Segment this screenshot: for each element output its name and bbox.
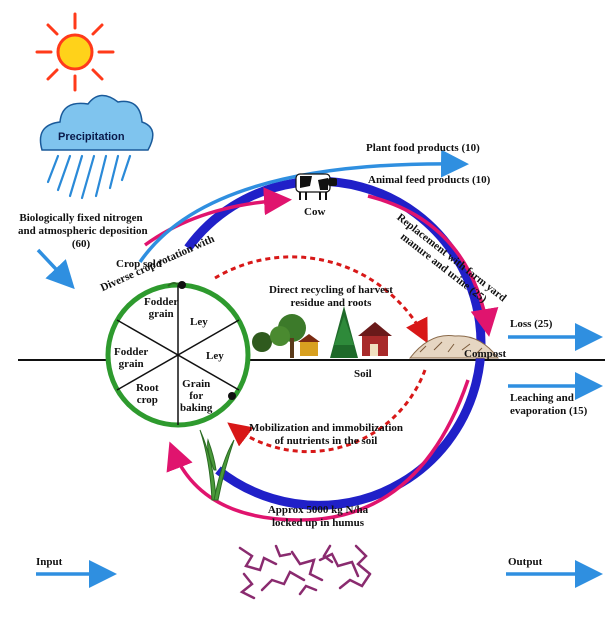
plant-food-label: Plant food products (10) — [366, 142, 480, 154]
farm-scene-icon — [252, 306, 392, 358]
recycling-dashed-arc-top — [214, 255, 428, 344]
humus-icon — [238, 544, 372, 600]
direct-recycling-label: Direct recycling of harvest residue and … — [246, 284, 416, 310]
output-label: Output — [508, 556, 543, 568]
rain-icon — [46, 154, 132, 200]
bio-fixed-arrow — [36, 248, 75, 290]
plant-food-arrow — [138, 149, 469, 263]
compost-icon — [408, 334, 500, 359]
crop-to-cow-arrow — [143, 187, 292, 247]
wedge-ley-right: Ley — [206, 350, 224, 362]
leaching-label: Leaching and evaporation (15) — [510, 392, 587, 418]
leaching-line-2: evaporation (15) — [510, 405, 588, 417]
cow-to-compost-arrow — [367, 194, 499, 337]
humus-label: Approx 5000 kg N/ha locked up in humus — [248, 504, 388, 530]
direct-recycling-line-2: residue and roots — [290, 297, 372, 309]
cow-icon — [295, 173, 337, 200]
cloud-icon — [39, 94, 154, 151]
precipitation-label: Precipitation — [58, 131, 125, 143]
soil-label: Soil — [354, 368, 372, 380]
animal-feed-label: Animal feed products (10) — [368, 174, 491, 186]
input-label: Input — [36, 556, 63, 568]
compost-to-crop-arrow — [166, 379, 470, 522]
wedge-ley-top: Ley — [190, 316, 208, 328]
leaching-line-1: Leaching and — [510, 392, 574, 404]
bio-fixed-label: Biologically fixed nitrogen and atmosphe… — [18, 212, 148, 251]
recycling-dashed-arc-bottom — [227, 369, 427, 454]
humus-line-2: locked up in humus — [271, 517, 364, 529]
plant-icon — [199, 429, 235, 501]
bio-fixed-line-3: (60) — [71, 238, 91, 250]
crop-sold-label: Crop sold — [116, 258, 162, 270]
bio-fixed-line-1: Biologically fixed nitrogen — [19, 212, 143, 224]
humus-line-1: Approx 5000 kg N/ha — [267, 504, 369, 516]
bio-fixed-line-2: and atmospheric deposition — [18, 225, 148, 237]
cow-label: Cow — [304, 206, 326, 218]
sun-icon — [35, 12, 115, 92]
crop-rotation-wheel — [105, 281, 251, 428]
mobilization-label: Mobilization and immobilization of nutri… — [236, 422, 416, 448]
loss-label: Loss (25) — [510, 318, 553, 330]
direct-recycling-line-1: Direct recycling of harvest — [269, 284, 393, 296]
mobilization-line-2: of nutrients in the soil — [274, 435, 378, 447]
mobilization-line-1: Mobilization and immobilization — [248, 422, 403, 434]
compost-label: Compost — [464, 348, 507, 360]
